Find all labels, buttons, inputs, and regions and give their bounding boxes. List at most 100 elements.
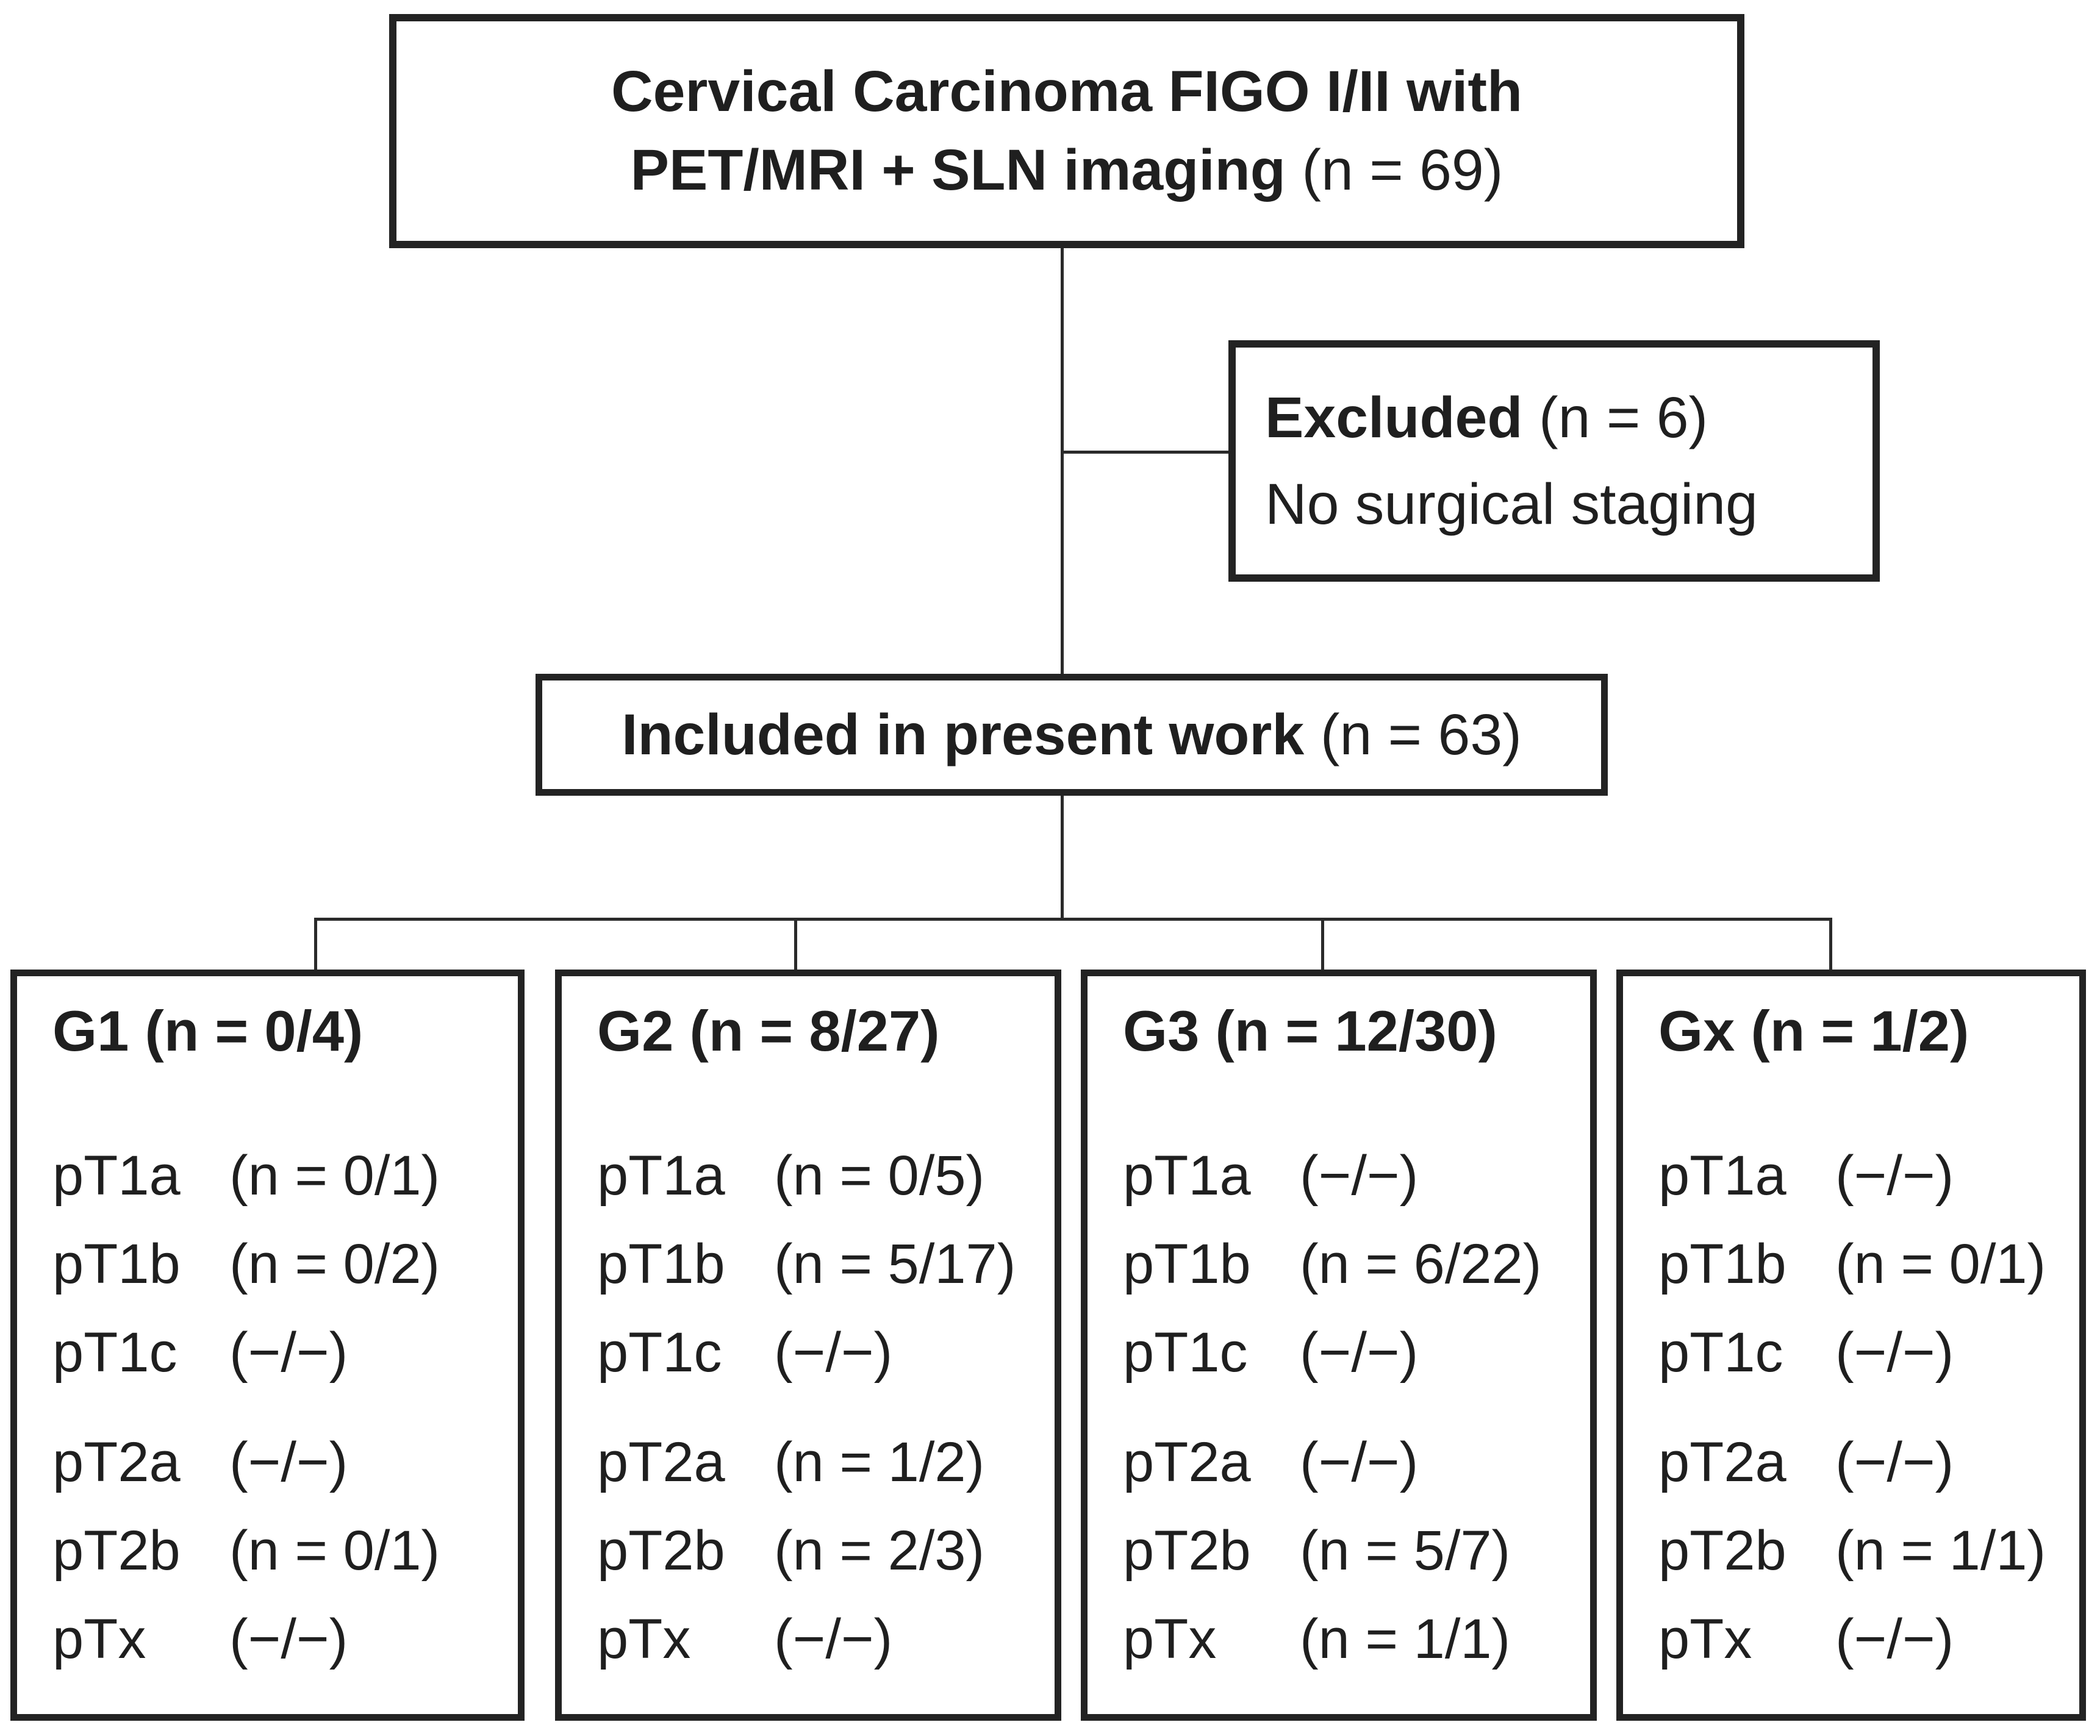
excluded-count: (n = 6) (1538, 385, 1708, 450)
stage-row: pT2b (n = 5/7) (1123, 1507, 1578, 1595)
stage-row: pT2b(n = 2/3) (597, 1507, 1042, 1595)
stage-value: (n = 0/1) (1835, 1233, 2046, 1295)
excluded-title: Excluded (1265, 385, 1523, 450)
connector-top-vertical (1061, 248, 1064, 674)
grade-box-g2-group2: pT2a (n = 1/2) pT2b(n = 2/3) pTx (−/−) (597, 1418, 1042, 1684)
grade-box-g1: G1 (n = 0/4) pT1a(n = 0/1) pT1b (n = 0/2)… (10, 970, 525, 1721)
stage-value: (−/−) (1300, 1321, 1419, 1384)
stage-label: pT2b (1123, 1520, 1251, 1582)
stage-row: pTx (n = 1/1) (1123, 1595, 1578, 1684)
stage-row: pT1a(n = 0/1) (52, 1132, 506, 1220)
stage-row: pTx (−/−) (1658, 1595, 2067, 1684)
stage-row: pT1b (n = 6/22) (1123, 1220, 1578, 1309)
stage-label: pT2b (52, 1520, 181, 1582)
connector-mid-vertical (1061, 796, 1064, 920)
stage-row: pT2a (−/−) (52, 1418, 506, 1507)
stage-label: pT1b (1123, 1233, 1251, 1295)
stage-value: (−/−) (1835, 1321, 1954, 1384)
grade-box-g2-group1: pT1a(n = 0/5) pT1b(n = 5/17) pT1c(−/−) (597, 1132, 1042, 1397)
included-box: Included in present work(n = 63) (536, 674, 1608, 796)
stage-row: pTx (−/−) (597, 1595, 1042, 1684)
stage-value: (−/−) (229, 1431, 348, 1493)
stage-label: pT1c (1123, 1321, 1248, 1384)
grade-box-g2-header: G2 (n = 8/27) (597, 999, 940, 1063)
stage-row: pTx (−/−) (52, 1595, 506, 1684)
grade-box-gx-group1: pT1a(−/−) pT1b (n = 0/1) pT1c (−/−) (1658, 1132, 2067, 1397)
stage-value: (n = 5/17) (774, 1233, 1016, 1295)
stage-label: pT2a (597, 1431, 725, 1493)
stage-value: (n = 1/2) (774, 1431, 985, 1493)
connector-excluded-branch (1064, 451, 1228, 454)
stage-row: pT1c (−/−) (1658, 1309, 2067, 1397)
stage-value: (n = 0/2) (229, 1233, 440, 1295)
stage-value: (n = 1/1) (1835, 1520, 2046, 1582)
grade-box-g3-header: G3 (n = 12/30) (1123, 999, 1497, 1063)
enrollment-line1: Cervical Carcinoma FIGO I/II with (611, 52, 1522, 131)
stage-value: (−/−) (1835, 1145, 1954, 1207)
grade-box-gx: Gx (n = 1/2) pT1a(−/−) pT1b (n = 0/1) pT1… (1616, 970, 2086, 1721)
grade-box-g1-header: G1 (n = 0/4) (52, 999, 364, 1063)
stage-row: pT2b(n = 0/1) (52, 1507, 506, 1595)
stage-row: pT1a (n = 0/5) (597, 1132, 1042, 1220)
grade-box-g3: G3 (n = 12/30) pT1a (−/−) pT1b (n = 6/22) … (1081, 970, 1597, 1721)
stage-row: pT2b(n = 1/1) (1658, 1507, 2067, 1595)
stage-label: pT1b (597, 1233, 725, 1295)
stage-row: pT1b (n = 5/17) (597, 1220, 1042, 1309)
stage-row: pT2a (−/−) (1658, 1418, 2067, 1507)
stage-label: pTx (597, 1608, 691, 1670)
connector-drop-g3 (1321, 918, 1324, 973)
stage-value: (−/−) (774, 1608, 893, 1670)
excluded-line1: Excluded(n = 6) (1265, 374, 1872, 462)
stage-value: (n = 6/22) (1300, 1233, 1542, 1295)
stage-value: (−/−) (1835, 1608, 1954, 1670)
connector-distribution-horizontal (315, 918, 1832, 921)
excluded-box: Excluded(n = 6) No surgical staging (1228, 340, 1880, 582)
connector-drop-g1 (314, 918, 317, 973)
stage-label: pT2a (1123, 1431, 1251, 1493)
stage-label: pT1c (1658, 1321, 1783, 1384)
grade-box-g3-group1: pT1a (−/−) pT1b (n = 6/22) pT1c (−/−) (1123, 1132, 1578, 1397)
stage-value: (−/−) (1835, 1431, 1954, 1493)
stage-label: pT1a (1123, 1145, 1251, 1207)
stage-row: pT1b (n = 0/2) (52, 1220, 506, 1309)
grade-box-g1-group1: pT1a(n = 0/1) pT1b (n = 0/2) pT1c (−/−) (52, 1132, 506, 1397)
stage-label: pT2a (1658, 1431, 1786, 1493)
connector-drop-g2 (794, 918, 797, 973)
stage-row: pT1a(−/−) (1658, 1132, 2067, 1220)
enrollment-title-line2: PET/MRI + SLN imaging (630, 138, 1286, 202)
stage-row: pT1c (−/−) (52, 1309, 506, 1397)
stage-label: pTx (1658, 1608, 1752, 1670)
stage-value: (n = 1/1) (1300, 1608, 1511, 1670)
enrollment-count: (n = 69) (1302, 138, 1503, 202)
stage-label: pT1a (597, 1145, 725, 1207)
enrollment-box: Cervical Carcinoma FIGO I/II with PET/MR… (389, 14, 1744, 248)
grade-box-gx-header: Gx (n = 1/2) (1658, 999, 1969, 1063)
grade-box-gx-group2: pT2a (−/−) pT2b(n = 1/1) pTx (−/−) (1658, 1418, 2067, 1684)
stage-label: pTx (52, 1608, 146, 1670)
included-title: Included in present work (622, 702, 1305, 767)
grade-box-g3-group2: pT2a (−/−) pT2b (n = 5/7) pTx (n = 1/1) (1123, 1418, 1578, 1684)
grade-box-g2: G2 (n = 8/27) pT1a (n = 0/5) pT1b (n = 5/1… (555, 970, 1061, 1721)
stage-value: (−/−) (229, 1321, 348, 1384)
stage-row: pT1c (−/−) (1123, 1309, 1578, 1397)
stage-value: (−/−) (229, 1608, 348, 1670)
stage-value: (−/−) (1300, 1431, 1419, 1493)
stage-label: pT1b (52, 1233, 181, 1295)
grade-box-g1-group2: pT2a (−/−) pT2b(n = 0/1) pTx (−/−) (52, 1418, 506, 1684)
stage-value: (−/−) (1300, 1145, 1419, 1207)
stage-value: (n = 0/1) (229, 1145, 440, 1207)
stage-label: pTx (1123, 1608, 1217, 1670)
enrollment-title-line1: Cervical Carcinoma FIGO I/II with (611, 59, 1523, 124)
connector-drop-gx (1829, 918, 1832, 973)
included-count: (n = 63) (1320, 702, 1522, 767)
stage-row: pT1b (n = 0/1) (1658, 1220, 2067, 1309)
stage-label: pT2b (597, 1520, 725, 1582)
stage-label: pT1c (52, 1321, 177, 1384)
stage-value: (n = 5/7) (1300, 1520, 1511, 1582)
stage-value: (n = 0/5) (774, 1145, 985, 1207)
stage-label: pT1b (1658, 1233, 1786, 1295)
stage-label: pT2a (52, 1431, 181, 1493)
excluded-reason: No surgical staging (1265, 472, 1758, 537)
stage-row: pT1a (−/−) (1123, 1132, 1578, 1220)
